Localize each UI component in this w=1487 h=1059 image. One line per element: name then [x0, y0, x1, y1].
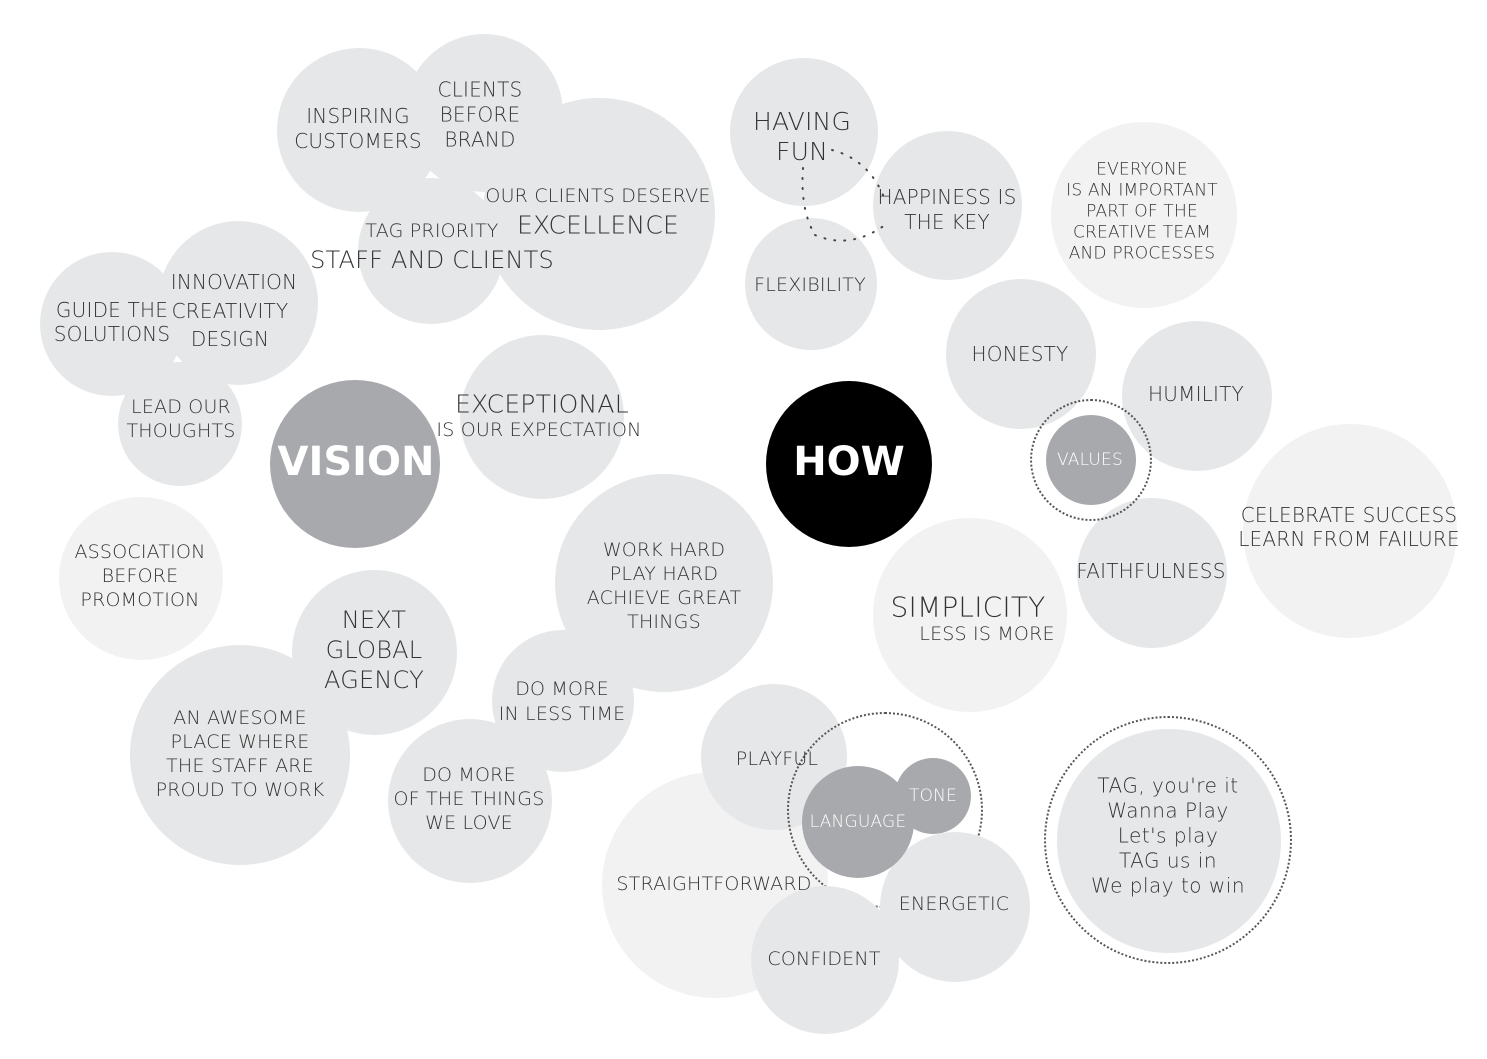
label-values: VALUES [1057, 450, 1123, 470]
label-is-our-expectation: IS OUR EXPECTATION [436, 419, 642, 441]
bubble-association [59, 497, 223, 660]
label-flexibility: FLEXIBILITY [754, 274, 866, 296]
label-straightforward: STRAIGHTFORWARD [616, 873, 812, 895]
bubble-lead-thoughts [118, 362, 242, 486]
label-design: DESIGN [190, 327, 270, 351]
label-tag-priority: TAG PRIORITY [365, 220, 499, 242]
label-excellence: EXCELLENCE [517, 210, 679, 240]
label-creativity: CREATIVITY [171, 299, 289, 323]
label-our-clients-deserve: OUR CLIENTS DESERVE [485, 185, 711, 207]
label-tone: TONE [908, 786, 958, 806]
bubble-language [802, 766, 914, 878]
bubble-next-global-agency [292, 570, 457, 735]
label-how: HOW [793, 439, 905, 485]
bubble-happiness [873, 131, 1022, 280]
bubble-tone [895, 758, 971, 834]
label-energetic: ENERGETIC [898, 893, 1010, 915]
label-playful: PLAYFUL [735, 748, 819, 770]
bubble-faithfulness [1077, 498, 1227, 648]
bubble-do-more-things [388, 719, 552, 883]
label-vision: VISION [277, 439, 435, 485]
label-less-is-more: LESS IS MORE [919, 623, 1055, 645]
label-exceptional: EXCEPTIONAL [455, 389, 629, 419]
bubble-energetic [880, 832, 1030, 982]
bubble-vision [270, 380, 440, 548]
label-humility: HUMILITY [1148, 382, 1244, 406]
label-simplicity: SIMPLICITY [890, 590, 1046, 624]
values-dotted-ring [1030, 399, 1152, 521]
bubble-excellence [483, 98, 715, 330]
label-confident: CONFIDENT [767, 948, 881, 970]
label-language: LANGUAGE [809, 812, 907, 832]
bubble-tag-lines [1057, 729, 1281, 953]
bubble-how [766, 381, 932, 547]
bubble-innovation [158, 221, 318, 385]
bubble-values [1046, 415, 1136, 505]
bubble-celebrate [1243, 424, 1457, 638]
label-honesty: HONESTY [971, 342, 1069, 366]
tag-dotted-ring [1044, 716, 1292, 964]
label-staff-and-clients: STAFF AND CLIENTS [310, 246, 554, 274]
label-innovation: INNOVATION [170, 270, 298, 294]
label-faithfulness: FAITHFULNESS [1076, 559, 1226, 583]
bubble-staff-and-clients [358, 178, 504, 324]
bubble-confident [751, 886, 899, 1034]
bubble-exceptional [460, 335, 624, 499]
bubble-simplicity [873, 518, 1067, 712]
bubble-everyone [1051, 122, 1237, 308]
